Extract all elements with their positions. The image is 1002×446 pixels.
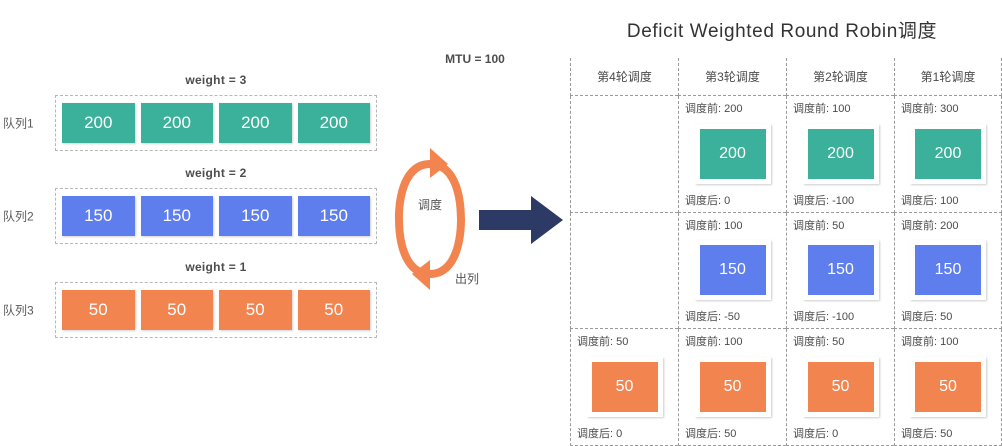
queue-container: 200 200 200 200 (55, 95, 377, 151)
schedule-cell: 调度前: 200 200 调度后: 0 (678, 96, 786, 213)
schedule-cell: 调度前: 100 200 调度后: -100 (786, 96, 894, 213)
schedule-column-header: 第2轮调度 (786, 58, 894, 96)
schedule-panel: Deficit Weighted Round Robin调度 第4轮调度 第3轮… (562, 0, 1002, 446)
schedule-cell: 调度前: 300 200 调度后: 100 (894, 96, 1002, 213)
queue-container: 150 150 150 150 (55, 188, 377, 244)
deficit-after: 调度后: 50 (901, 427, 953, 440)
schedule-cell: 调度前: 100 50 调度后: 50 (894, 329, 1002, 446)
schedule-column-header: 第1轮调度 (894, 58, 1002, 96)
packet[interactable]: 200 (140, 103, 213, 143)
packet[interactable]: 50 (910, 357, 986, 418)
packet[interactable]: 200 (297, 103, 370, 143)
queue-name-label: 队列3 (3, 303, 34, 318)
schedule-cell: 调度前: 50 150 调度后: -100 (786, 212, 894, 330)
queue-weight-label: weight = 3 (185, 73, 247, 87)
packet[interactable]: 200 (219, 103, 292, 143)
cycle-arrow-icon (391, 148, 469, 290)
deficit-after: 调度后: 0 (793, 427, 839, 440)
schedule-cell (570, 96, 678, 213)
queue-container: 50 50 50 50 (55, 282, 377, 338)
packet[interactable]: 150 (140, 196, 213, 236)
packet[interactable]: 50 (62, 290, 135, 330)
schedule-cell: 调度前: 100 50 调度后: 50 (678, 329, 786, 446)
packet[interactable]: 50 (297, 290, 370, 330)
packet[interactable]: 150 (694, 240, 771, 301)
schedule-cell: 调度前: 50 50 调度后: 0 (570, 329, 678, 446)
cycle-label: 调度 (417, 198, 442, 212)
schedule-column-header: 第4轮调度 (570, 58, 678, 96)
schedule-grid: 第4轮调度 第3轮调度 第2轮调度 第1轮调度 调度前: 200 200 调度后… (570, 58, 1002, 446)
schedule-cell: 调度前: 100 150 调度后: -50 (678, 212, 786, 330)
deficit-after: 调度后: 0 (577, 427, 623, 440)
deficit-after: 调度后: -100 (793, 311, 855, 324)
packet[interactable]: 50 (694, 357, 771, 418)
packet[interactable]: 150 (802, 240, 879, 301)
packet[interactable]: 150 (62, 196, 135, 236)
deficit-before: 调度前: 100 (685, 336, 743, 349)
queue-weight-label: weight = 2 (185, 166, 247, 180)
deficit-after: 调度后: 50 (901, 311, 953, 324)
deficit-before: 调度前: 50 (793, 336, 845, 349)
dequeue-label: 出列 (455, 272, 480, 286)
queues-panel: weight = 3 队列1 200 200 200 200 weight = … (0, 0, 400, 446)
scheduler-center: MTU = 100 调度 出列 (385, 0, 565, 446)
packet[interactable]: 50 (586, 357, 663, 418)
packet[interactable]: 150 (910, 240, 986, 301)
packet[interactable]: 200 (694, 123, 771, 184)
deficit-before: 调度前: 300 (901, 103, 959, 115)
deficit-after: 调度后: 0 (685, 194, 731, 207)
queue-name-label: 队列1 (3, 116, 34, 131)
mtu-label: MTU = 100 (445, 52, 505, 66)
packet[interactable]: 150 (297, 196, 370, 236)
packet[interactable]: 200 (910, 123, 986, 184)
deficit-after: 调度后: 100 (901, 194, 959, 207)
queue-name-label: 队列2 (3, 209, 34, 224)
page-title: Deficit Weighted Round Robin调度 (626, 21, 938, 42)
queue-row: weight = 3 队列1 200 200 200 200 (3, 73, 377, 151)
deficit-before: 调度前: 100 (685, 219, 743, 232)
deficit-after: 调度后: 50 (685, 427, 737, 440)
schedule-cell: 调度前: 50 50 调度后: 0 (786, 329, 894, 446)
queue-weight-label: weight = 1 (185, 260, 247, 274)
deficit-before: 调度前: 100 (901, 336, 959, 349)
queue-row: weight = 1 队列3 50 50 50 50 (3, 260, 377, 338)
packet[interactable]: 50 (219, 290, 292, 330)
flow-arrow-icon (479, 194, 563, 246)
schedule-cell (570, 212, 678, 330)
deficit-before: 调度前: 50 (577, 336, 629, 349)
deficit-before: 调度前: 100 (793, 103, 851, 115)
schedule-column-header: 第3轮调度 (678, 58, 786, 96)
deficit-after: 调度后: -50 (685, 311, 741, 324)
deficit-after: 调度后: -100 (793, 194, 855, 207)
deficit-before: 调度前: 200 (901, 219, 959, 232)
deficit-before: 调度前: 200 (685, 103, 743, 115)
packet[interactable]: 50 (140, 290, 213, 330)
deficit-before: 调度前: 50 (793, 219, 845, 232)
packet[interactable]: 200 (62, 103, 135, 143)
queue-row: weight = 2 队列2 150 150 150 150 (3, 166, 377, 244)
packet[interactable]: 200 (802, 123, 879, 184)
schedule-cell: 调度前: 200 150 调度后: 50 (894, 212, 1002, 330)
packet[interactable]: 50 (802, 357, 879, 418)
packet[interactable]: 150 (219, 196, 292, 236)
